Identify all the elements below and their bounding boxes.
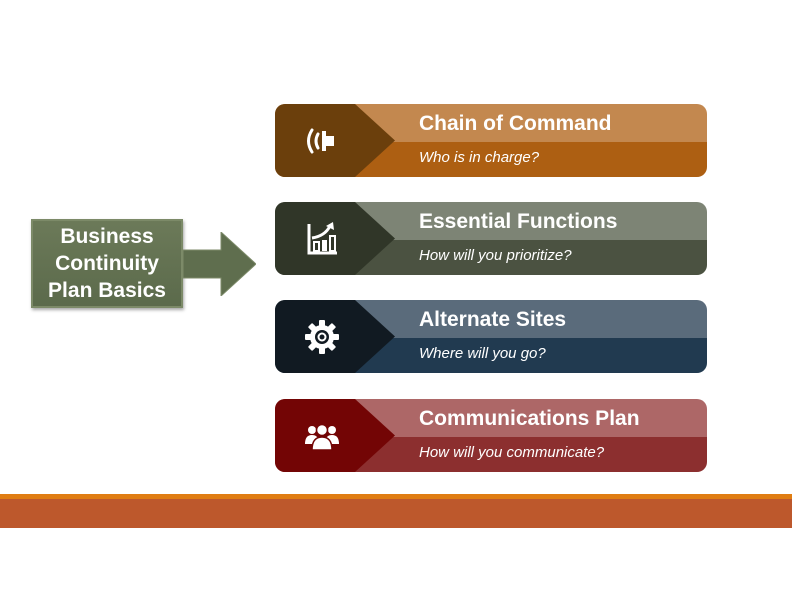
- business-continuity-box: Business Continuity Plan Basics: [31, 219, 183, 308]
- card-title: Chain of Command: [419, 112, 612, 135]
- chevron-segment: [275, 399, 395, 472]
- right-arrow-icon: [183, 232, 256, 296]
- card-subtitle: How will you communicate?: [419, 444, 605, 461]
- business-continuity-label: Business Continuity Plan Basics: [48, 225, 166, 302]
- card-chain-of-command: Chain of Command Who is in charge?: [275, 104, 707, 177]
- card-essential-functions: Essential Functions How will you priorit…: [275, 202, 707, 275]
- gear-icon: [305, 320, 339, 354]
- card-title: Communications Plan: [419, 407, 640, 430]
- card-subtitle: Where will you go?: [419, 345, 546, 362]
- footer-band: [0, 499, 792, 528]
- growth-chart-icon: [307, 222, 337, 255]
- card-title: Essential Functions: [419, 210, 618, 233]
- card-title: Alternate Sites: [419, 308, 567, 331]
- footer-stripe: [0, 494, 792, 499]
- speaker-icon: [307, 128, 334, 154]
- chevron-segment: [275, 104, 395, 177]
- people-group-icon: [305, 423, 339, 451]
- card-alternate-sites: Alternate Sites Where will you go?: [275, 300, 707, 373]
- card-subtitle: How will you prioritize?: [419, 247, 572, 264]
- card-communications-plan: Communications Plan How will you communi…: [275, 399, 707, 472]
- card-subtitle: Who is in charge?: [419, 149, 540, 166]
